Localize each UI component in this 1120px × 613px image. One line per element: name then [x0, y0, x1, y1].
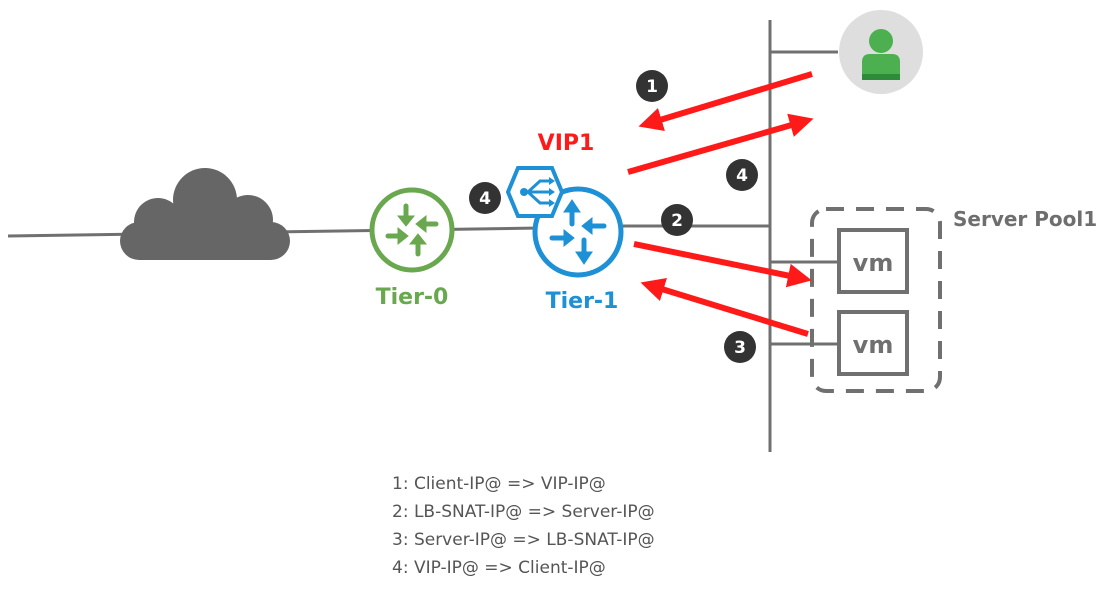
tier0-label: Tier-0	[376, 285, 449, 310]
vm-icon	[837, 228, 909, 294]
vm-label: vm	[853, 249, 894, 277]
flow-arrow-4	[627, 113, 814, 175]
tier1-router-icon	[532, 186, 624, 278]
vm-icon	[837, 310, 909, 376]
server-pool-box	[810, 207, 942, 393]
svg-text:2: 2	[671, 211, 683, 231]
legend-item: 4: VIP-IP@ => Client-IP@	[392, 558, 606, 578]
flow-legend: 1: Client-IP@ => VIP-IP@ 2: LB-SNAT-IP@ …	[392, 470, 655, 582]
step-badge: 4	[469, 182, 501, 214]
tier0-router-icon	[369, 187, 455, 273]
tier1-label: Tier-1	[546, 289, 619, 314]
step-badge: 4	[726, 159, 758, 191]
flow-arrow-3	[640, 278, 809, 337]
step-badge: 1	[636, 70, 668, 102]
flow-arrow-1	[638, 71, 813, 132]
legend-item: 1: Client-IP@ => VIP-IP@	[392, 474, 606, 494]
cloud-icon	[120, 168, 290, 260]
svg-text:1: 1	[646, 77, 658, 97]
svg-text:3: 3	[734, 338, 746, 358]
vm-label: vm	[853, 331, 894, 359]
flow-arrow-2	[633, 241, 812, 288]
svg-text:4: 4	[736, 166, 748, 186]
load-balancer-icon	[505, 166, 565, 218]
step-badge: 2	[661, 204, 693, 236]
server-pool-label: Server Pool1	[953, 207, 1097, 231]
legend-item: 3: Server-IP@ => LB-SNAT-IP@	[392, 530, 655, 550]
client-user-icon	[839, 10, 923, 94]
legend-item: 2: LB-SNAT-IP@ => Server-IP@	[392, 502, 655, 522]
svg-text:4: 4	[479, 189, 491, 209]
step-badge: 3	[724, 331, 756, 363]
vip-label: VIP1	[538, 131, 595, 156]
